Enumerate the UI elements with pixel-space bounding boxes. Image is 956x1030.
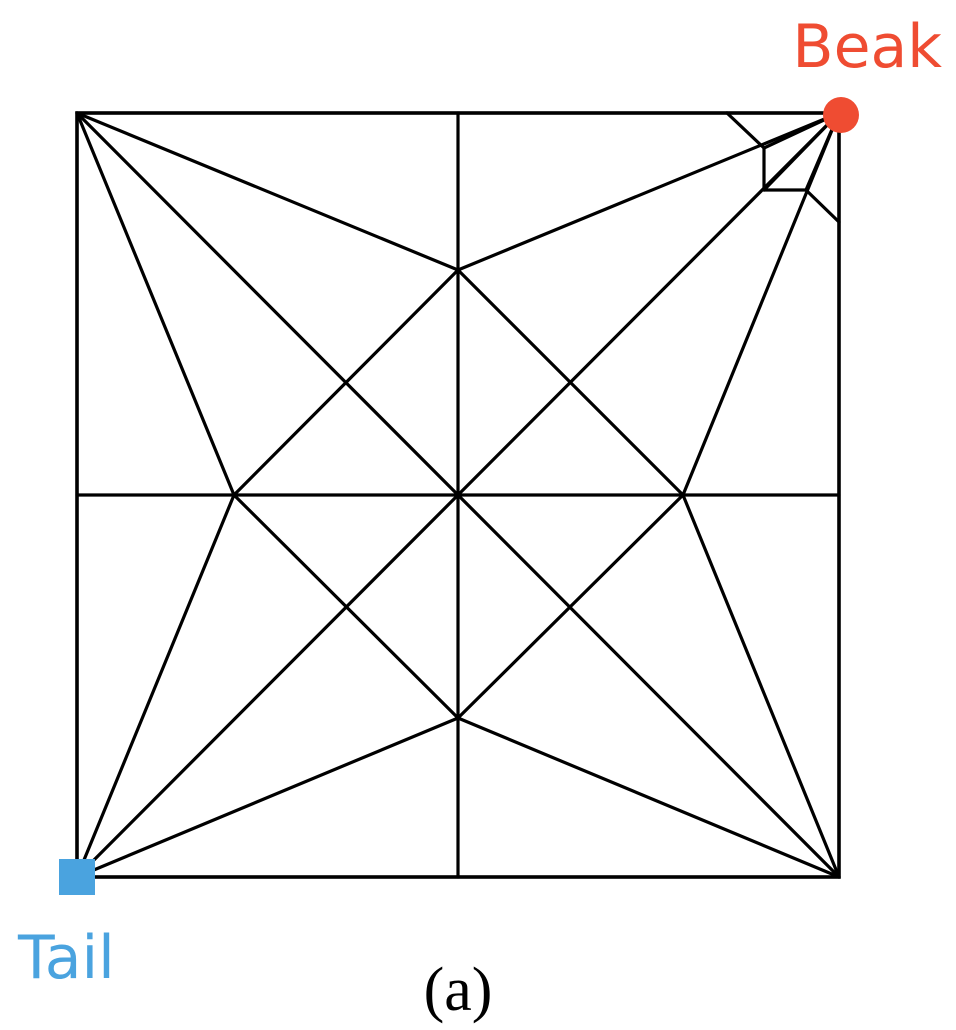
- spoke-crease: [456, 716, 841, 879]
- spoke-crease: [75, 716, 460, 879]
- spoke-crease: [75, 493, 236, 879]
- spoke-crease: [75, 111, 460, 272]
- beak-label: Beak: [792, 12, 942, 82]
- beak-marker: [823, 97, 859, 133]
- diagonal-crease-anti: [75, 111, 841, 879]
- spoke-crease: [75, 111, 236, 497]
- spoke-crease: [456, 111, 841, 272]
- tail-label: Tail: [17, 923, 115, 993]
- tail-marker: [59, 859, 95, 895]
- spoke-crease: [681, 493, 841, 879]
- figure-caption: (a): [424, 956, 493, 1024]
